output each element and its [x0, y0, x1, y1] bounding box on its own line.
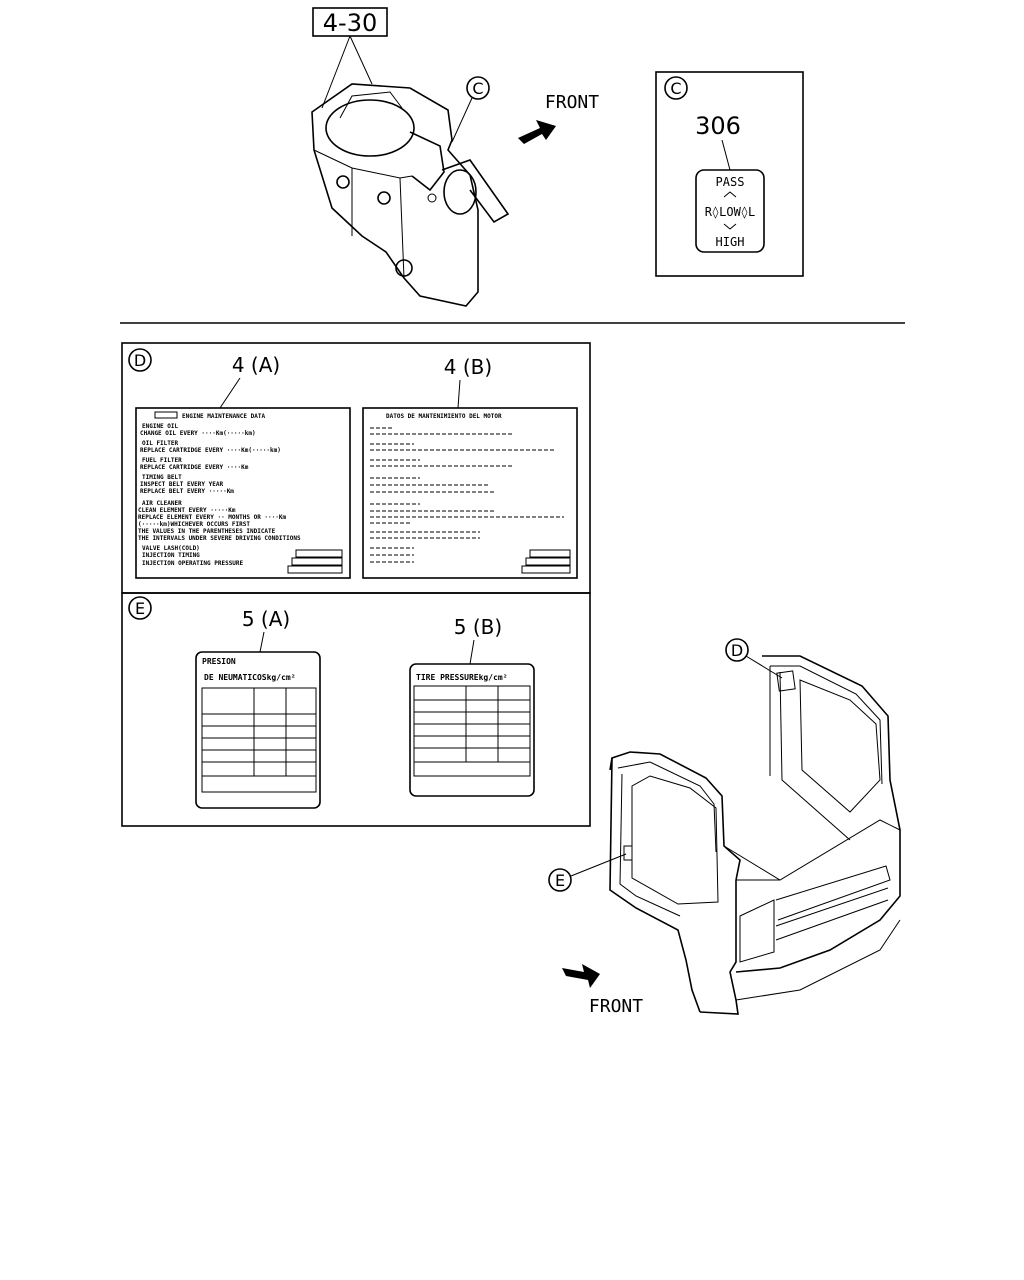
label-5b-title: TIRE PRESSUREkg/cm²	[416, 673, 508, 682]
label-a-line-5: FUEL FILTER	[142, 457, 182, 464]
label-a-line-10: AIR CLEANER	[142, 500, 182, 507]
label-4a-ref: 4 (A)	[232, 353, 280, 377]
label-5a-line-2: DE NEUMATICOSkg/cm²	[204, 673, 296, 682]
label-b-title: DATOS DE MANTENIMIENTO DEL MOTOR	[386, 413, 502, 420]
label-a-line-6: REPLACE CARTRIDGE EVERY ····Km	[140, 464, 249, 471]
label-a-line-9: REPLACE BELT EVERY ·····Km	[140, 488, 234, 495]
label-a-line-18: INJECTION OPERATING PRESSURE	[142, 560, 244, 567]
label-a-line-12: REPLACE ELEMENT EVERY ·· MONTHS OR ····K…	[138, 514, 286, 521]
label-a-line-3: OIL FILTER	[142, 440, 179, 447]
detail-e-ref-letter: E	[555, 871, 565, 890]
label-high: HIGH	[716, 235, 745, 249]
dimmer-switch-label-plate	[695, 169, 765, 253]
label-a-line-11: CLEAN ELEMENT EVERY ·····Km	[138, 507, 236, 514]
label-5a-line-1: PRESION	[202, 657, 236, 666]
detail-d-ref-letter: D	[731, 641, 743, 660]
part-4-30-label: 4-30	[323, 9, 377, 37]
label-4b-ref: 4 (B)	[444, 355, 492, 379]
front-label-top: FRONT	[545, 92, 599, 113]
label-low: R◊LOW◊L	[705, 205, 756, 219]
label-5a-ref: 5 (A)	[242, 607, 290, 631]
part-4-30-callout: 4-30	[312, 7, 388, 109]
detail-c-reference: C	[451, 76, 490, 143]
detail-e-panel: E 5 (A) 5 (B) PRESION DE NEUMATICOSkg/cm…	[121, 592, 591, 827]
label-a-line-15: THE INTERVALS UNDER SEVERE DRIVING CONDI…	[138, 535, 301, 542]
label-a-line-8: INSPECT BELT EVERY YEAR	[140, 481, 223, 488]
detail-e-letter: E	[135, 599, 145, 618]
label-a-line-7: TIMING BELT	[142, 474, 182, 481]
label-a-line-4: REPLACE CARTRIDGE EVERY ····Km(·····km)	[140, 447, 281, 454]
label-a-line-14: THE VALUES IN THE PARENTHESES INDICATE	[138, 528, 276, 535]
part-306-label: 306	[695, 112, 741, 140]
detail-d-letter: D	[134, 351, 146, 370]
front-label-bottom: FRONT	[589, 996, 643, 1017]
label-a-title: ENGINE MAINTENANCE DATA	[182, 413, 265, 420]
label-a-line-13: (·····km)WHICHEVER OCCURS FIRST	[138, 521, 250, 528]
detail-c-letter: C	[670, 79, 681, 98]
front-arrow-top: FRONT	[518, 92, 599, 144]
detail-d-panel: D 4 (A) 4 (B) ENGINE MAINTENANCE DATA EN…	[121, 342, 591, 594]
label-pass: PASS	[716, 175, 745, 189]
label-a-line-16: VALVE LASH(COLD)	[142, 545, 200, 552]
label-a-line-2: CHANGE OIL EVERY ····Km(·····km)	[140, 430, 256, 437]
detail-d-reference: D	[725, 638, 783, 679]
front-arrow-bottom: FRONT	[562, 964, 643, 1017]
label-a-line-17: INJECTION TIMING	[142, 552, 200, 559]
detail-c-ref-letter: C	[472, 79, 483, 98]
detail-c-panel: C 306 PASS R◊LOW◊L HIGH	[655, 71, 804, 277]
detail-e-reference: E	[548, 853, 627, 892]
engine-maintenance-label-spanish: DATOS DE MANTENIMIENTO DEL MOTOR	[362, 407, 578, 579]
label-5b-ref: 5 (B)	[454, 615, 502, 639]
tire-pressure-label-spanish: PRESION DE NEUMATICOSkg/cm²	[195, 651, 321, 809]
tire-pressure-label-english: TIRE PRESSUREkg/cm²	[409, 663, 535, 797]
engine-maintenance-label-english: ENGINE MAINTENANCE DATA ENGINE OIL CHANG…	[135, 407, 351, 579]
combination-switch-drawing	[311, 83, 510, 307]
truck-cab-drawing	[609, 655, 901, 1015]
label-a-line-1: ENGINE OIL	[142, 423, 179, 430]
